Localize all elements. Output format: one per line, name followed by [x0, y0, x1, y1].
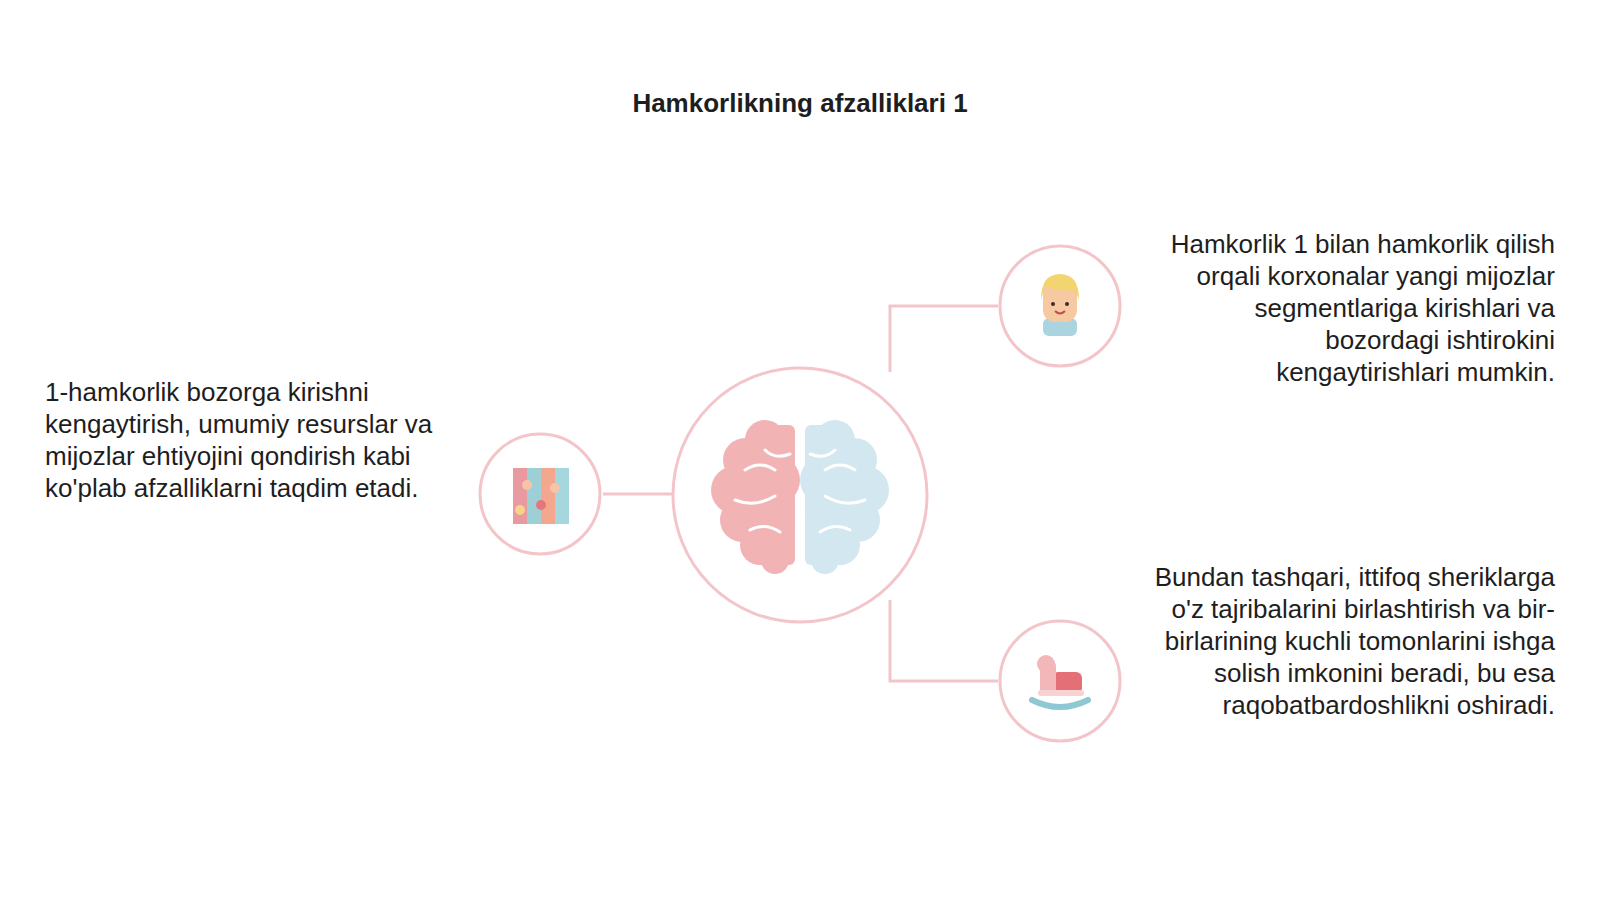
- diagram-title: Hamkorlikning afzalliklari 1: [0, 88, 1600, 119]
- text-node: 1-hamkorlik bozorga kirishni kengaytiris…: [45, 376, 445, 504]
- description-text: Hamkorlik 1 bilan hamkorlik qilish orqal…: [1150, 228, 1555, 388]
- text-node: Bundan tashqari, ittifoq sheriklarga o'z…: [1140, 561, 1555, 721]
- description-text: Bundan tashqari, ittifoq sheriklarga o'z…: [1140, 561, 1555, 721]
- description-text: 1-hamkorlik bozorga kirishni kengaytiris…: [45, 376, 445, 504]
- text-node: Hamkorlik 1 bilan hamkorlik qilish orqal…: [1150, 228, 1555, 388]
